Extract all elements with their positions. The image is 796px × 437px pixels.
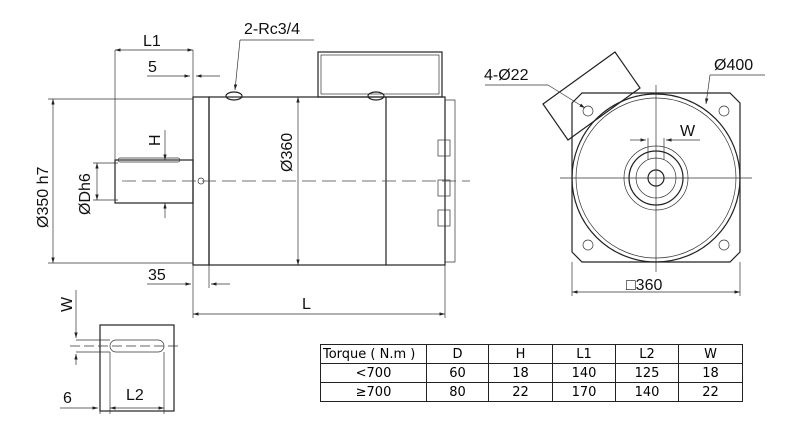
dim-35: 35 (148, 267, 166, 284)
dim-l: L (302, 296, 311, 313)
cell: <700 (320, 363, 427, 383)
side-view (48, 39, 470, 318)
port-label: 2-Rc3/4 (244, 21, 300, 38)
dim-w-key: W (59, 296, 76, 312)
cell: 18 (678, 363, 743, 383)
dim-square: □360 (626, 277, 662, 294)
bolt-hole-icon (718, 105, 730, 117)
cell: 22 (678, 382, 743, 402)
dim-shaft-dia: ØDh6 (77, 173, 94, 215)
header-h: H (488, 344, 553, 364)
port-icon (367, 91, 385, 101)
bolt-holes-label: 4-Ø22 (484, 67, 529, 84)
dim-h: H (147, 134, 164, 146)
shaft (114, 159, 194, 204)
dim-w-end: W (680, 123, 696, 140)
bolt-hole-icon (718, 239, 730, 251)
cell: 22 (488, 382, 553, 402)
dim-flange-dia: Ø350 h7 (35, 167, 52, 228)
cell: 80 (426, 382, 489, 402)
table-row: ≥700 80 22 170 140 22 (320, 382, 743, 402)
end-view (485, 51, 765, 296)
dim-6: 6 (63, 390, 72, 407)
dim-l1: L1 (143, 33, 161, 50)
bolt-hole-icon (582, 239, 594, 251)
header-torque: Torque ( N.m ) (320, 344, 427, 364)
end-terminal-box (542, 51, 641, 141)
cell: 60 (426, 363, 489, 383)
cell: ≥700 (320, 382, 427, 402)
table-row: <700 60 18 140 125 18 (320, 363, 743, 383)
dim-l2: L2 (126, 387, 144, 404)
bolt-hole-icon (582, 105, 594, 117)
cell: 140 (615, 382, 679, 402)
header-w: W (678, 344, 743, 364)
dim-body-dia: Ø360 (279, 133, 296, 172)
table-header-row: Torque ( N.m ) D H L1 L2 W (320, 344, 743, 364)
port-icon (225, 91, 243, 101)
cell: 170 (552, 382, 616, 402)
cell: 140 (552, 363, 616, 383)
header-l1: L1 (552, 344, 616, 364)
pcd-label: Ø400 (714, 57, 753, 74)
cell: 125 (615, 363, 679, 383)
header-d: D (426, 344, 489, 364)
dimension-table: Torque ( N.m ) D H L1 L2 W <700 60 18 14… (320, 344, 743, 402)
dim-5: 5 (148, 59, 157, 76)
header-l2: L2 (615, 344, 679, 364)
cell: 18 (488, 363, 553, 383)
terminal-box (317, 51, 443, 98)
key-detail (60, 290, 178, 414)
